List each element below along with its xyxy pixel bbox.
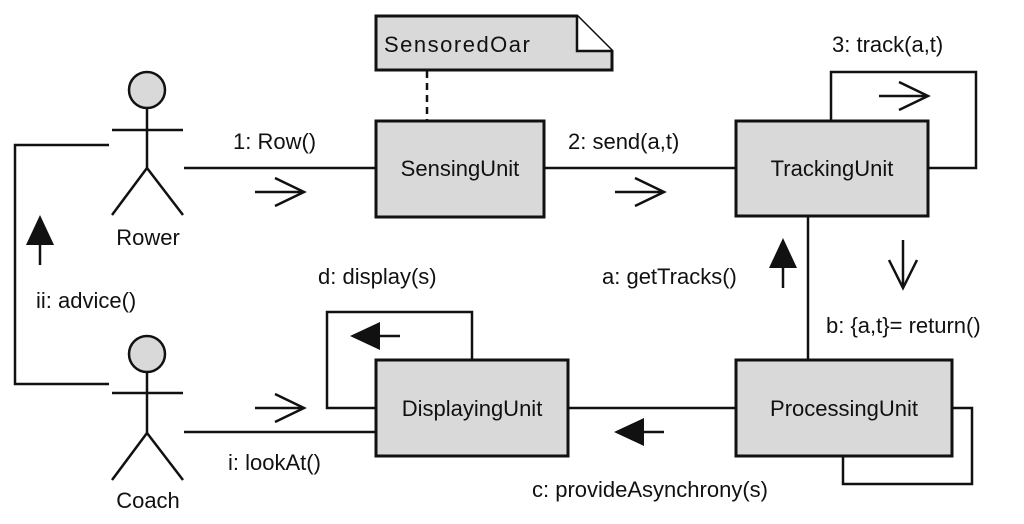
note-sensoredoar[interactable]: SensoredOar bbox=[374, 14, 614, 72]
actor-head-icon bbox=[127, 334, 167, 374]
object-label: ProcessingUnit bbox=[770, 396, 918, 421]
actor-leg-right bbox=[146, 432, 184, 481]
arrow-up-filled-icon bbox=[26, 215, 54, 265]
arrow-left-filled-icon bbox=[614, 418, 664, 446]
actor-rower[interactable]: Rower bbox=[110, 70, 184, 250]
message-label-return: b: {a,t}= return() bbox=[826, 313, 981, 338]
actor-leg-right bbox=[146, 167, 184, 216]
link-tracking-self bbox=[829, 70, 978, 170]
message-label-gettracks: a: getTracks() bbox=[602, 264, 737, 289]
message-label-provideasynchrony: c: provideAsynchrony(s) bbox=[532, 477, 768, 502]
object-box bbox=[734, 358, 954, 458]
arrow-down-icon bbox=[887, 240, 919, 291]
note-label: SensoredOar bbox=[384, 32, 531, 57]
link-displaying-self bbox=[325, 310, 474, 410]
actor-leg-left bbox=[110, 432, 149, 481]
object-processingunit[interactable]: ProcessingUnit bbox=[734, 358, 954, 458]
arrow-left-filled-icon bbox=[350, 322, 400, 350]
object-label: DisplayingUnit bbox=[402, 396, 543, 421]
object-box bbox=[374, 119, 546, 219]
object-label: TrackingUnit bbox=[771, 156, 894, 181]
message-label-send: 2: send(a,t) bbox=[568, 129, 679, 154]
actor-label: Coach bbox=[116, 488, 180, 513]
object-label: SensingUnit bbox=[401, 156, 520, 181]
actor-head-icon bbox=[127, 70, 167, 110]
object-displayingunit[interactable]: DisplayingUnit bbox=[374, 358, 570, 458]
actor-leg-left bbox=[110, 167, 149, 216]
arrow-right-icon bbox=[255, 176, 307, 208]
message-label-row: 1: Row() bbox=[233, 129, 316, 154]
arrow-right-icon bbox=[255, 392, 307, 424]
object-trackingunit[interactable]: TrackingUnit bbox=[734, 119, 930, 218]
link-coach-rower bbox=[13, 143, 109, 386]
arrow-up-filled-icon bbox=[769, 238, 797, 288]
arrow-right-icon bbox=[879, 80, 931, 112]
object-sensingunit[interactable]: SensingUnit bbox=[374, 119, 546, 219]
link-processing-self bbox=[841, 406, 974, 486]
note-fold-icon bbox=[575, 16, 612, 53]
object-box bbox=[374, 358, 570, 458]
message-label-lookat: i: lookAt() bbox=[228, 450, 321, 475]
actor-coach[interactable]: Coach bbox=[110, 334, 184, 513]
arrow-right-icon bbox=[615, 176, 667, 208]
actor-label: Rower bbox=[116, 225, 180, 250]
note-shape bbox=[374, 14, 614, 72]
message-label-display: d: display(s) bbox=[318, 264, 437, 289]
message-label-track: 3: track(a,t) bbox=[832, 32, 943, 57]
message-label-advice: ii: advice() bbox=[36, 288, 136, 313]
object-box bbox=[734, 119, 930, 218]
